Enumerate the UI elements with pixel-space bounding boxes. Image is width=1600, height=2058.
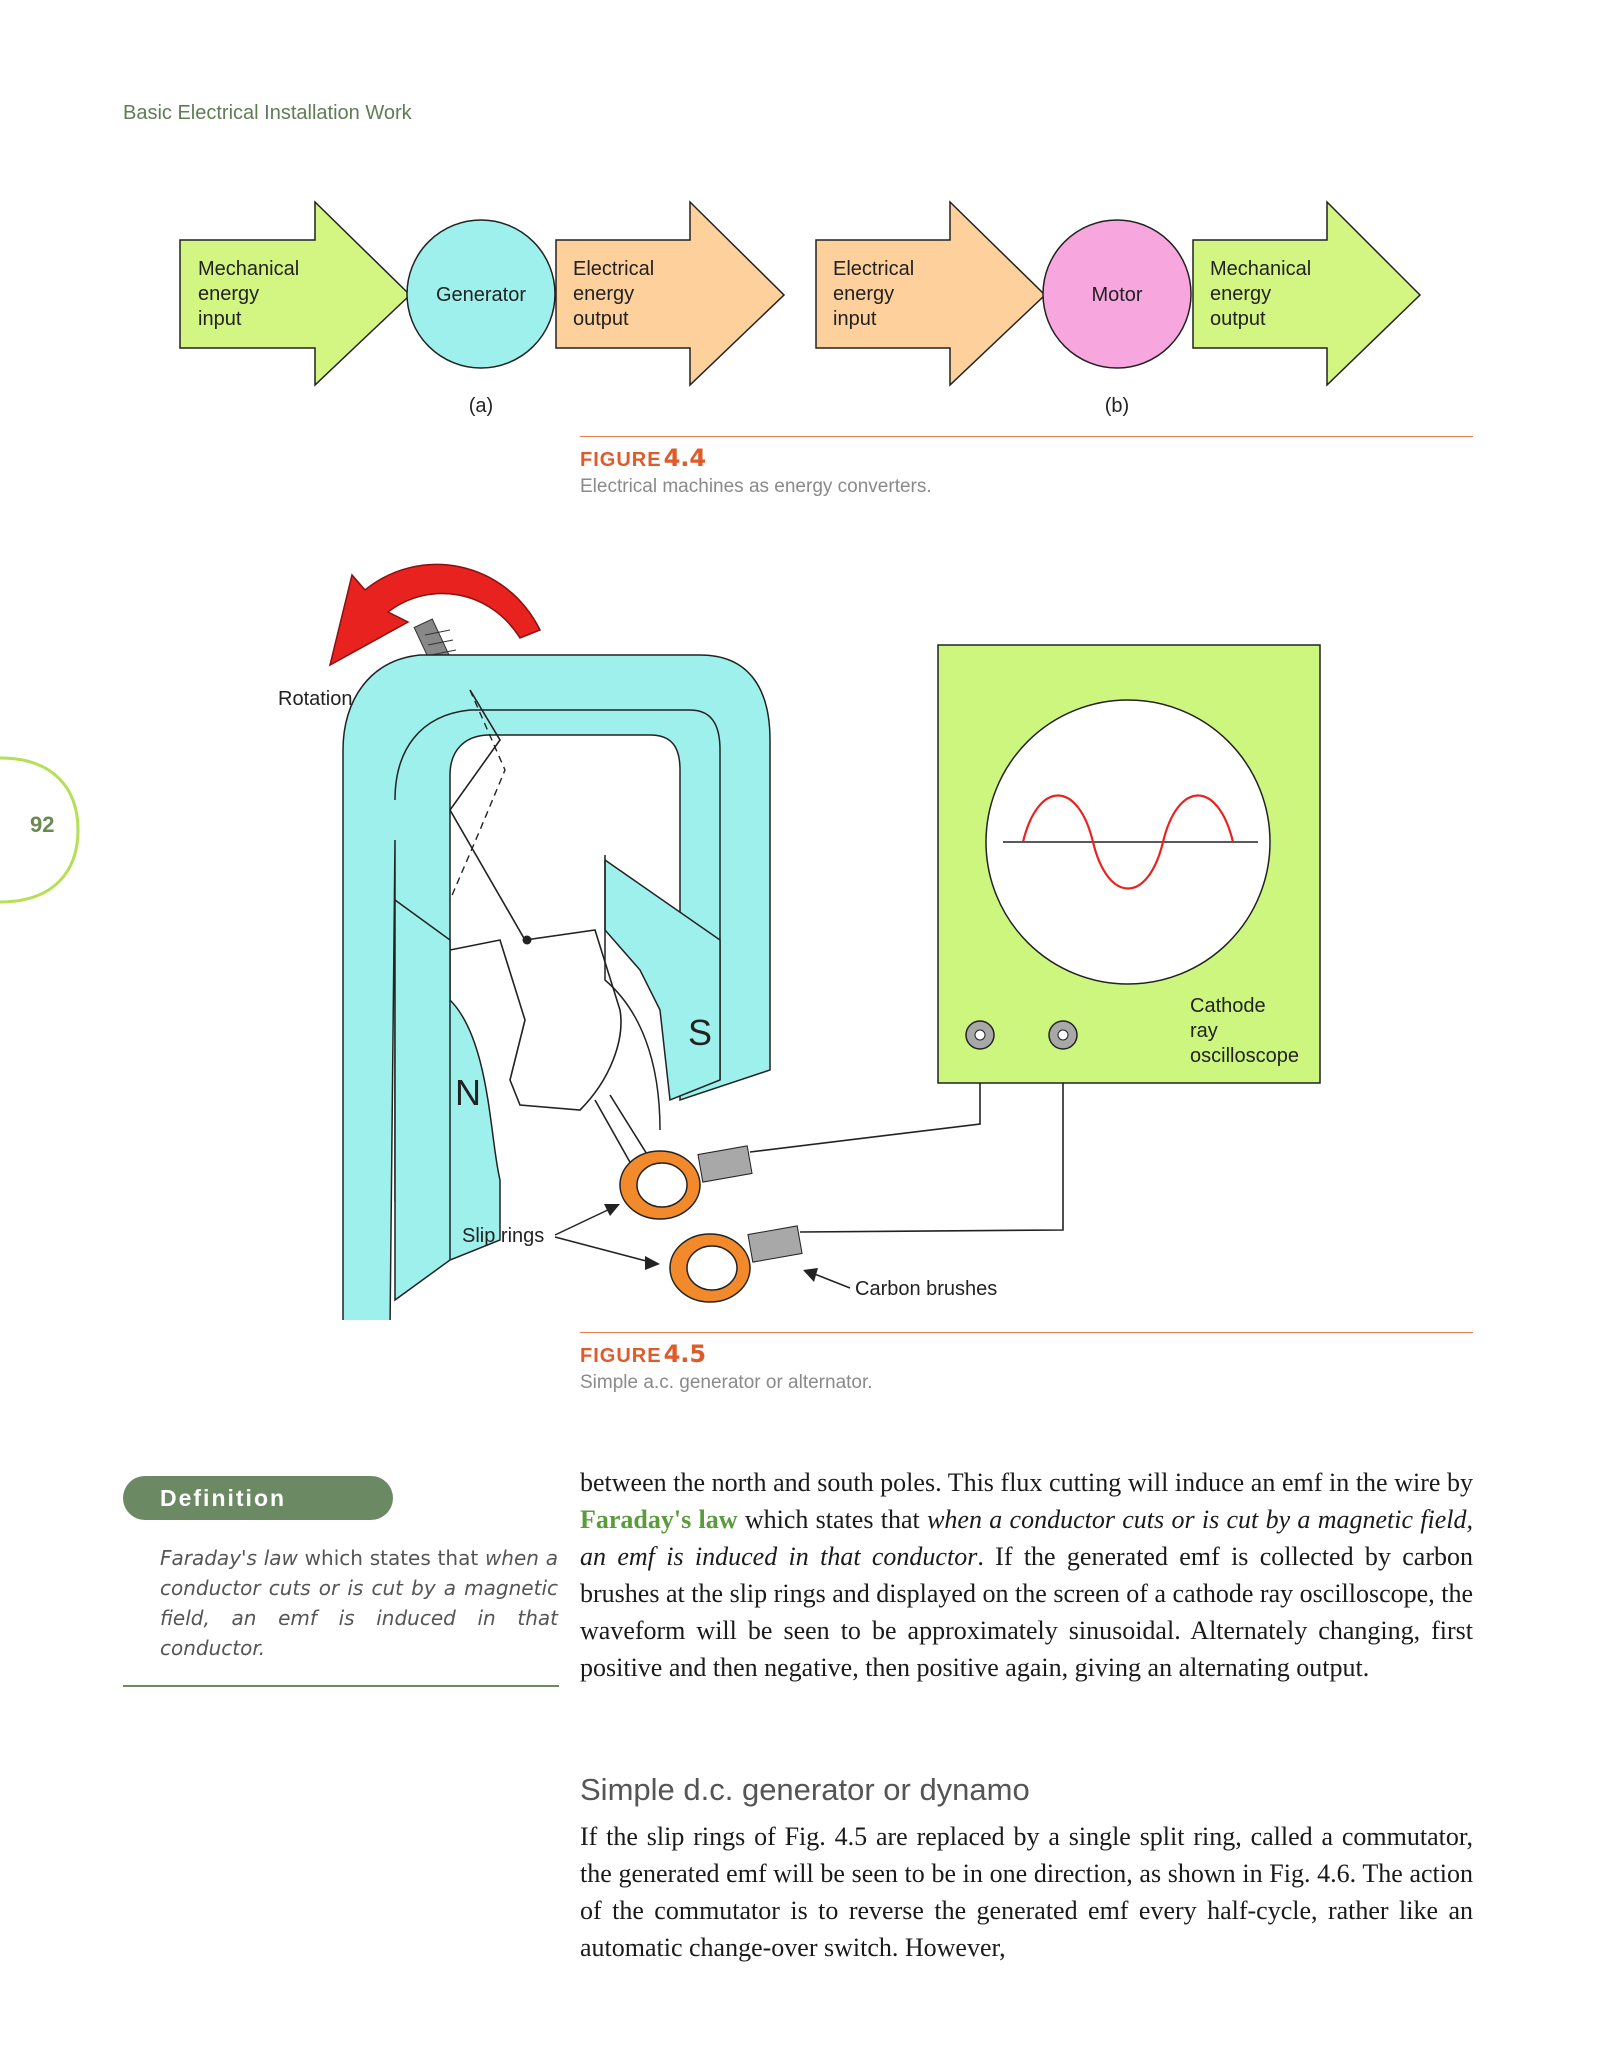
carbon-brush-2 [747,1225,803,1263]
generator-circle [406,219,556,369]
definition-title: Definition [123,1476,393,1520]
mechanical-input-arrow-a [179,200,412,387]
svg-text:oscilloscope: oscilloscope [1190,1045,1299,1067]
page-tab [0,756,80,904]
figure-4-4-caption-block: FIGURE4.4 Electrical machines as energy … [580,444,932,498]
svg-text:Electrical: Electrical [573,258,654,280]
south-pole [604,858,721,1102]
sine-waveform [1021,794,1235,890]
svg-text:input: input [198,308,242,330]
svg-text:energy: energy [833,283,894,305]
svg-text:Mechanical: Mechanical [198,258,299,280]
slip-ring-1 [619,1150,701,1220]
body-paragraph-2: If the slip rings of Fig. 4.5 are replac… [580,1822,1473,1962]
figure-4-5-caption: Simple a.c. generator or alternator. [580,1372,873,1393]
svg-text:Generator: Generator [436,284,526,306]
svg-text:output: output [1210,308,1266,330]
definition-rule [123,1685,559,1687]
figure-4-4-rule [580,436,1473,437]
rotation-arrow-icon [328,563,542,667]
north-label: N [455,1072,481,1113]
svg-text:energy: energy [573,283,634,305]
slip-ring-2 [669,1233,751,1303]
svg-text:ray: ray [1190,1020,1218,1042]
figure-4-5-caption-block: FIGURE4.5 Simple a.c. generator or alter… [580,1340,873,1394]
panel-b-tag: (b) [1105,395,1129,417]
figure-4-4-number: 4.4 [663,444,707,472]
figure-4-4-diagram: Mechanical energy input Generator Electr… [179,200,1422,417]
svg-text:output: output [573,308,629,330]
motor-circle [1042,219,1192,369]
svg-text:Cathode: Cathode [1190,995,1266,1017]
page-number: 92 [30,812,55,837]
rotation-label: Rotation [278,688,353,710]
slip-rings-label: Slip rings [462,1225,544,1247]
svg-text:Mechanical: Mechanical [1210,258,1311,280]
faraday-term: Faraday's law [580,1505,738,1534]
svg-text:energy: energy [198,283,259,305]
figure-4-4-label: FIGURE [580,449,662,471]
svg-text:input: input [833,308,877,330]
electrical-input-arrow-b [815,200,1047,387]
svg-text:energy: energy [1210,283,1271,305]
figure-4-5-label: FIGURE [580,1345,662,1367]
svg-text:Electrical: Electrical [833,258,914,280]
running-head: Basic Electrical Installation Work [123,102,412,124]
figure-4-4-caption: Electrical machines as energy converters… [580,476,932,497]
definition-text: Faraday's law which states that when a c… [160,1546,558,1660]
figure-4-5-rule [580,1332,1473,1333]
south-label: S [688,1012,712,1053]
panel-a-tag: (a) [469,395,493,417]
mechanical-output-arrow-b [1192,200,1422,387]
svg-text:Motor: Motor [1091,284,1142,306]
north-pole [394,898,501,1302]
conductor-loop [449,689,622,1111]
figure-4-5-number: 4.5 [663,1340,707,1368]
body-paragraph-1: between the north and south poles. This … [580,1468,1474,1682]
carbon-brush-1 [697,1145,753,1183]
electrical-output-arrow-a [555,200,786,387]
section-heading: Simple d.c. generator or dynamo [580,1772,1030,1807]
carbon-brushes-label: Carbon brushes [855,1278,997,1300]
figure-4-5-diagram: Rotation N S Slip rings Carbon brushes [278,563,1321,1320]
